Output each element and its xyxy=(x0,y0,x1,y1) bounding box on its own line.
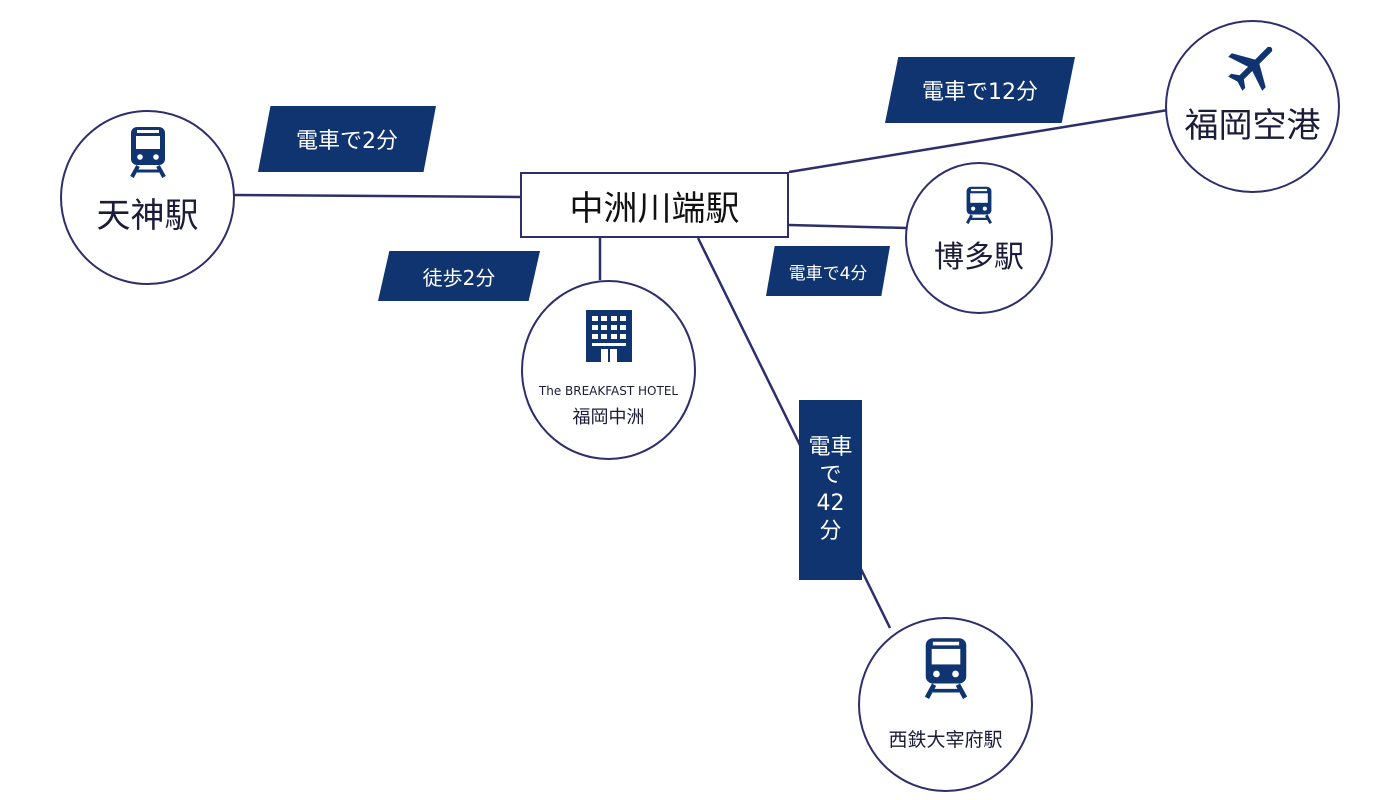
route-tag-dazaifu-line-4: 分 xyxy=(819,519,842,544)
line-hakata xyxy=(788,223,908,230)
hotel-name-en: The BREAKFAST HOTEL xyxy=(538,384,679,398)
hub-station-box: 中洲川端駅 xyxy=(520,172,789,238)
route-tag-dazaifu-line-1: 電車 xyxy=(808,435,853,460)
hakata-station-label: 博多駅 xyxy=(934,240,1024,275)
route-tag-tenjin: 電車で2分 xyxy=(258,106,436,172)
airplane-icon xyxy=(1227,46,1272,91)
route-tag-hakata: 電車で4分 xyxy=(766,246,890,296)
building-icon xyxy=(585,310,632,362)
hub-station-label: 中洲川端駅 xyxy=(569,188,740,229)
train-icon xyxy=(924,638,967,699)
tenjin-station-label: 天神駅 xyxy=(96,196,199,236)
line-tenjin xyxy=(232,193,521,199)
route-tag-airport: 電車で12分 xyxy=(885,57,1075,123)
route-tag-dazaifu-line-3: 42 xyxy=(816,491,845,516)
airport-label: 福岡空港 xyxy=(1184,106,1321,146)
train-icon xyxy=(966,186,992,224)
route-tag-dazaifu: 電車 で 42 分 xyxy=(799,400,862,580)
hakata-station-node: 博多駅 xyxy=(905,162,1053,314)
route-tag-airport-label: 電車で12分 xyxy=(922,80,1038,105)
line-airport xyxy=(788,108,1169,174)
route-tag-hotel: 徒歩2分 xyxy=(378,251,540,301)
hotel-name-ja: 福岡中洲 xyxy=(572,407,645,428)
route-tag-dazaifu-line-2: で xyxy=(819,463,842,488)
tenjin-station-node: 天神駅 xyxy=(60,110,235,285)
route-tag-tenjin-label: 電車で2分 xyxy=(296,129,398,154)
train-icon xyxy=(129,127,166,178)
airport-node: 福岡空港 xyxy=(1165,20,1340,193)
dazaifu-station-label: 西鉄大宰府駅 xyxy=(888,729,1003,751)
route-tag-hakata-label: 電車で4分 xyxy=(788,263,868,284)
hotel-node: The BREAKFAST HOTEL 福岡中洲 xyxy=(521,280,696,460)
route-tag-hotel-label: 徒歩2分 xyxy=(422,265,496,290)
dazaifu-station-node: 西鉄大宰府駅 xyxy=(858,617,1033,792)
